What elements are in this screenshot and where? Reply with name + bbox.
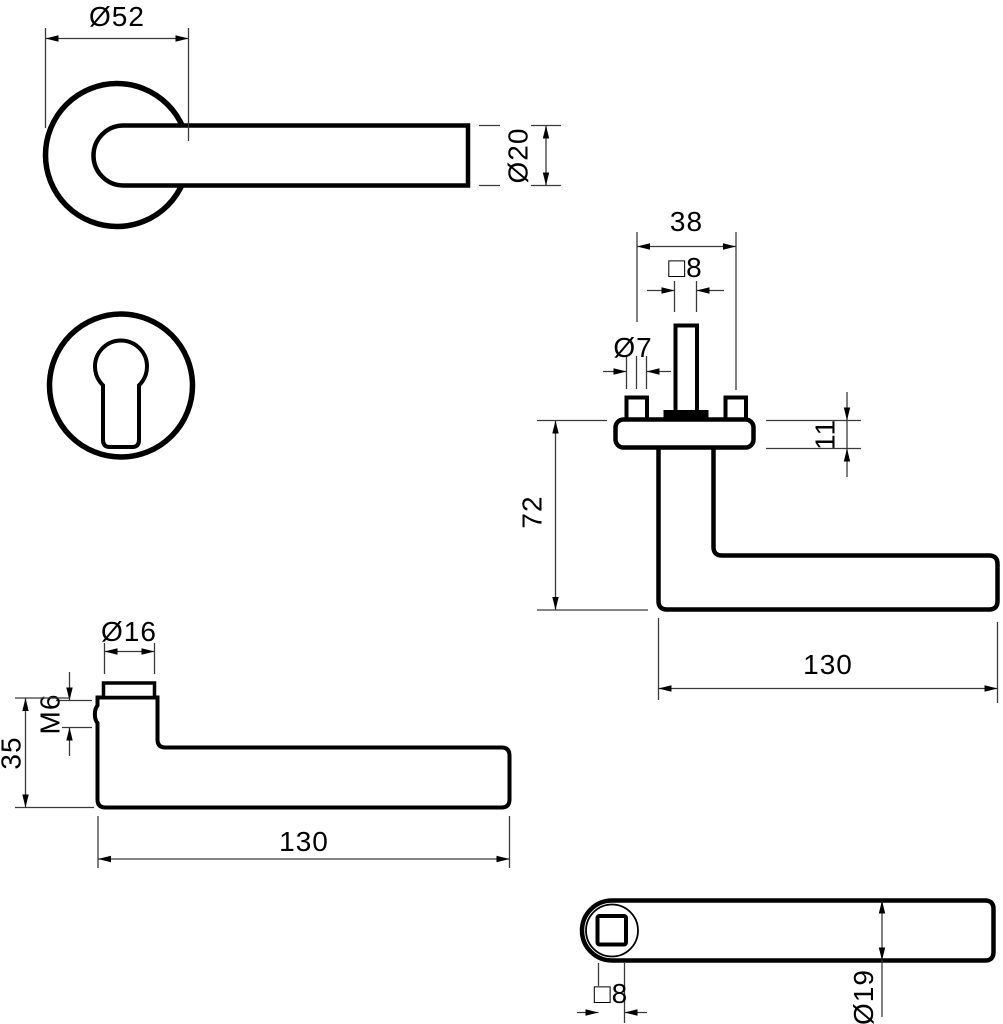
euro-profile-cutout bbox=[93, 338, 149, 449]
dimension-label: M6 bbox=[35, 694, 66, 735]
dimension-label: 35 bbox=[0, 736, 27, 769]
lever-profile-outline bbox=[92, 695, 512, 810]
escutcheon-view bbox=[46, 311, 196, 460]
dimension-lever-length: 130 bbox=[97, 816, 511, 868]
dimension-label: □8 bbox=[594, 978, 628, 1009]
lever-profile-view: Ø16 M6 35 130 bbox=[0, 616, 512, 868]
dimension-screw-post-diameter: Ø7 bbox=[603, 332, 671, 389]
rose-side-outline bbox=[613, 417, 756, 450]
lever-top-outline bbox=[579, 898, 996, 963]
dimension-rose-width: 38 bbox=[636, 206, 737, 390]
dimension-overall-height: 35 bbox=[0, 697, 94, 809]
lever-top-view: □8 Ø19 bbox=[577, 898, 996, 1024]
dimension-label: Ø20 bbox=[503, 128, 534, 184]
dimension-label: 38 bbox=[670, 206, 703, 237]
dimension-spindle-size: □8 bbox=[647, 252, 724, 312]
neck-cap bbox=[101, 681, 157, 700]
dimension-label: Ø52 bbox=[89, 1, 145, 32]
lever-and-neck-outline bbox=[656, 443, 1000, 612]
assembled-side-view: 38 □8 Ø7 11 7 bbox=[517, 206, 1000, 703]
dimension-rose-diameter: Ø52 bbox=[44, 1, 190, 141]
dimension-label: 130 bbox=[279, 826, 329, 857]
dimension-label: Ø7 bbox=[613, 332, 652, 363]
dimension-overall-height: 72 bbox=[517, 419, 648, 611]
dimension-label: □8 bbox=[668, 252, 702, 283]
dimension-lever-length: 130 bbox=[657, 618, 999, 703]
spindle-hole bbox=[595, 914, 628, 947]
spindle-collar bbox=[663, 410, 709, 420]
dimension-label: 72 bbox=[517, 495, 548, 528]
dimension-label: Ø19 bbox=[848, 969, 879, 1024]
dimension-label: 11 bbox=[810, 419, 841, 450]
dimension-spindle-hole: □8 bbox=[577, 963, 647, 1023]
dimension-neck-diameter: Ø16 bbox=[101, 616, 157, 674]
dimension-lever-diameter: Ø19 bbox=[848, 900, 886, 1024]
lever-outline bbox=[91, 123, 471, 188]
dimension-label: 130 bbox=[803, 649, 853, 680]
dimension-rose-thickness: 11 bbox=[766, 392, 861, 477]
spindle bbox=[673, 323, 699, 418]
dimension-label: Ø16 bbox=[101, 616, 157, 647]
dimension-thread-size: M6 bbox=[35, 672, 92, 756]
dimension-lever-diameter: Ø20 bbox=[479, 124, 561, 187]
front-view-with-rose: Ø52 Ø20 bbox=[42, 1, 561, 230]
neck-chamfer-circle bbox=[585, 903, 639, 958]
